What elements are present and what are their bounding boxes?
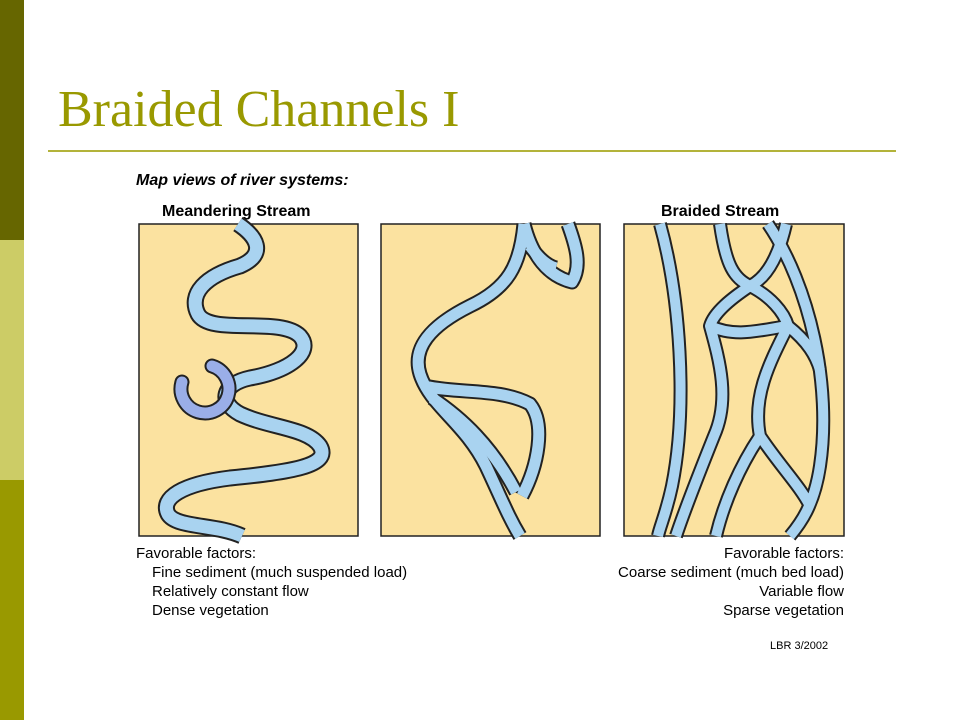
braided-factor-item: Coarse sediment (much bed load)	[618, 564, 844, 581]
meandering-factors-heading: Favorable factors:	[136, 545, 257, 562]
braided-factors-heading: Favorable factors:	[723, 545, 844, 562]
sidebar-block-top	[0, 0, 24, 240]
meandering-stream-label: Meandering Stream	[162, 203, 311, 220]
figure-caption: Map views of river systems:	[136, 172, 349, 189]
meandering-factor-item: Relatively constant flow	[152, 583, 309, 600]
braided-stream-label: Braided Stream	[661, 203, 780, 220]
meandering-factor-item: Fine sediment (much suspended load)	[152, 564, 408, 581]
slide-title: Braided Channels I	[58, 81, 460, 138]
transitional-stream-map	[380, 221, 601, 540]
meandering-factors: Favorable factors: Fine sediment (much s…	[136, 544, 407, 620]
figure-credit: LBR 3/2002	[770, 640, 829, 652]
braided-factor-item: Sparse vegetation	[723, 602, 844, 619]
sidebar-block-bottom	[0, 480, 24, 720]
braided-factor-item: Variable flow	[759, 583, 844, 600]
braided-factors: Favorable factors: Coarse sediment (much…	[618, 544, 844, 620]
meandering-stream-map	[138, 216, 359, 544]
river-maps	[138, 216, 845, 544]
sidebar-decoration	[0, 0, 24, 720]
river-systems-figure: Map views of river systems: Meandering S…	[120, 166, 860, 666]
title-divider	[48, 150, 896, 152]
meandering-factor-item: Dense vegetation	[152, 602, 269, 619]
sidebar-block-middle	[0, 240, 24, 480]
braided-stream-map	[623, 220, 845, 541]
